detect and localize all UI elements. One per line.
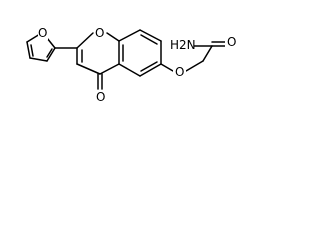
- svg-text:O: O: [96, 90, 105, 104]
- pyranone-oxygen-label: O: [94, 26, 106, 40]
- bond: [30, 44, 34, 57]
- bond: [118, 63, 141, 77]
- bond: [140, 34, 158, 45]
- svg-text:O: O: [175, 65, 184, 79]
- atom-labels: O O O O H2N O: [38, 26, 239, 104]
- furan-oxygen-label: O: [38, 26, 48, 40]
- bond: [46, 48, 53, 58]
- bond: [76, 32, 94, 49]
- bond: [185, 60, 204, 72]
- bond-lines: [26, 29, 226, 90]
- amine-label: H2N: [170, 37, 196, 53]
- bond: [106, 32, 120, 42]
- bond: [140, 61, 158, 72]
- bond: [160, 63, 174, 72]
- bond: [202, 45, 213, 62]
- carbonyl-oxygen-label: O: [93, 90, 107, 104]
- bond: [76, 63, 101, 75]
- amide-oxygen-label: O: [225, 35, 239, 49]
- bond: [26, 41, 31, 59]
- bond: [29, 57, 48, 62]
- bond: [26, 33, 41, 43]
- chemical-structure-diagram: O O O O H2N O: [26, 26, 239, 104]
- svg-text:O: O: [95, 26, 104, 40]
- svg-text:O: O: [227, 35, 236, 49]
- bond: [118, 29, 141, 42]
- svg-text:H2N: H2N: [170, 38, 196, 52]
- svg-text:O: O: [38, 26, 47, 40]
- ether-oxygen-label: O: [173, 65, 186, 79]
- bond: [139, 63, 162, 77]
- bond: [46, 37, 56, 49]
- bond: [99, 63, 120, 75]
- bond: [46, 47, 56, 62]
- bond: [139, 29, 162, 42]
